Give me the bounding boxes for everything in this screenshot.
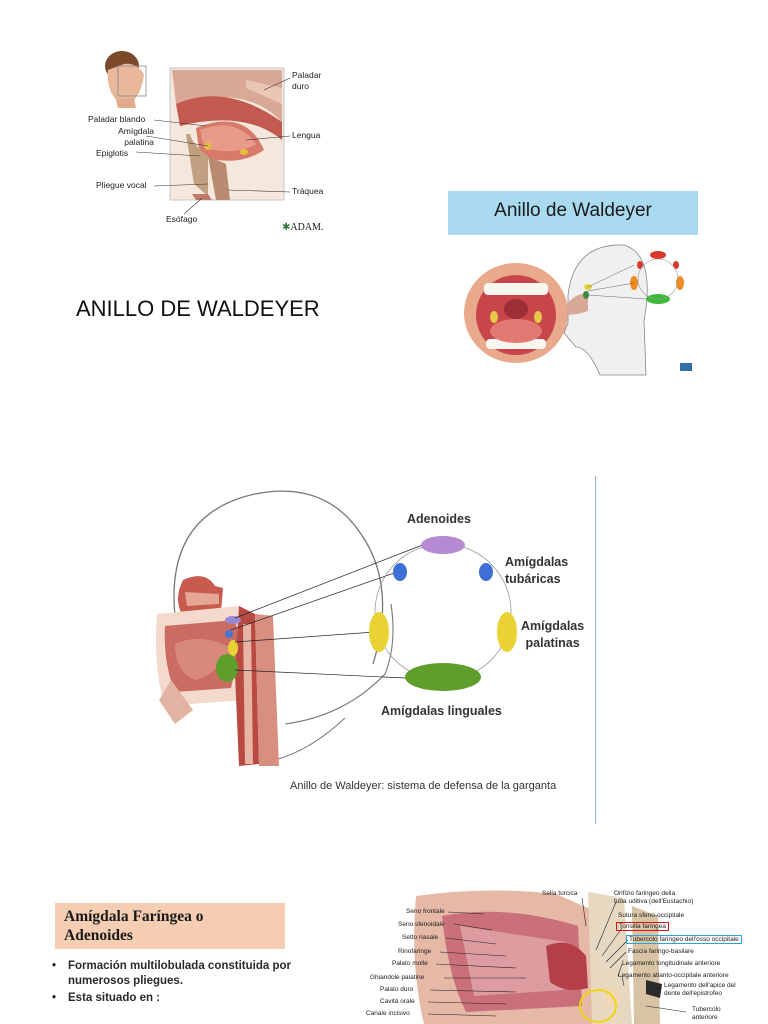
- label-pliegue-vocal: Pliegue vocal: [96, 180, 147, 190]
- label-tonsilla-faringea: Tonsilla faringea: [616, 922, 669, 931]
- figure-anatomy-italian: Seno frontale Seno sfenoidale Setto nasa…: [356, 886, 760, 1024]
- label-legamento-atlanto-occipitale: Legamento atlanto-occipitale anteriore: [618, 972, 729, 979]
- label-amigdalas-linguales: Amígdalas linguales: [381, 704, 502, 718]
- label-sutura-sfeno-occipitale: Sutura sfeno-occipitale: [618, 912, 684, 919]
- label-ghiandole-palatine: Ghiandole palatine: [370, 974, 424, 981]
- label-palato-duro: Palato duro: [380, 986, 413, 993]
- label-canale-incisivo: Canale incisivo: [366, 1010, 410, 1017]
- adam-logo: ✱ADAM.: [282, 222, 323, 233]
- label-sella-turcica: Sella turcica: [542, 890, 577, 897]
- label-traquea: Tráquea: [292, 186, 323, 196]
- card-header: Anillo de Waldeyer: [448, 191, 698, 235]
- card-header-title: Anillo de Waldeyer: [448, 200, 698, 222]
- page-title: ANILLO DE WALDEYER: [76, 296, 320, 322]
- anatomy-illustration: [356, 886, 760, 1024]
- bullet-marker: •: [52, 959, 68, 989]
- vertical-divider: [595, 476, 596, 824]
- bullet-list: • Formación multilobulada constituida po…: [52, 959, 342, 1006]
- label-seno-frontale: Seno frontale: [406, 908, 445, 915]
- label-palato-molle: Palato molle: [392, 960, 428, 967]
- label-paladar-blando: Paladar blando: [88, 114, 145, 124]
- label-legamento-longitudinale: Legamento longitudinale anteriore: [622, 960, 720, 967]
- waldeyer-card-illustration: [448, 235, 698, 377]
- label-adenoides: Adenoides: [407, 512, 471, 526]
- bullet-marker: •: [52, 991, 68, 1006]
- label-esofago: Esófago: [166, 214, 197, 224]
- figure-waldeyer-card: Anillo de Waldeyer: [448, 191, 698, 377]
- label-tubercolo-faringeo: Tubercolo faringeo dell'osso occipitale: [626, 935, 742, 944]
- bullet-item: • Esta situado en :: [52, 991, 342, 1006]
- label-epiglotis: Epiglotis: [96, 148, 128, 158]
- label-fascia-faringo-basilare: Fascia faringo-basilare: [628, 948, 694, 955]
- label-seno-sfenoidale: Seno sfenoidale: [398, 921, 445, 928]
- label-lengua: Lengua: [292, 130, 320, 140]
- label-rinofaringe: Rinofaringe: [398, 948, 431, 955]
- label-setto-nasale: Setto nasale: [402, 934, 438, 941]
- label-cavita-orale: Cavità orale: [380, 998, 415, 1005]
- figure-caption: Anillo de Waldeyer: sistema de defensa d…: [290, 780, 556, 792]
- bullet-item: • Formación multilobulada constituida po…: [52, 959, 342, 989]
